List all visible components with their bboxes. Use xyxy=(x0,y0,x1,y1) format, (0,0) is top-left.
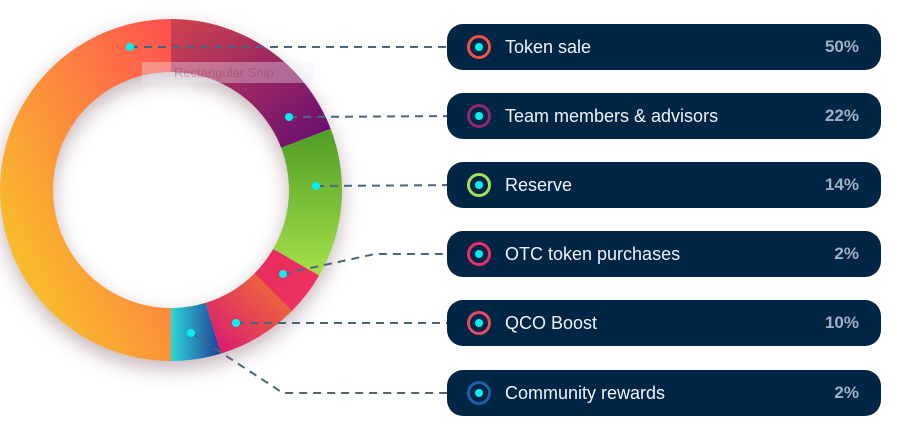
legend-percent: 14% xyxy=(824,175,859,194)
legend-item: Community rewards 2% xyxy=(447,370,881,416)
legend-label: Community rewards xyxy=(505,383,666,403)
donut-slice xyxy=(171,302,221,361)
legend-ring-icon xyxy=(467,242,491,266)
legend-item: Token sale 50% xyxy=(447,24,881,70)
legend-percent: 50% xyxy=(824,37,859,56)
legend-label: Token sale xyxy=(505,37,592,57)
marker-dot-icon xyxy=(475,112,483,120)
donut-slice xyxy=(0,19,171,361)
slice-marker xyxy=(126,43,134,51)
marker-dot-icon xyxy=(475,181,483,189)
snip-overlay: Rectangular Snip xyxy=(142,62,314,83)
legend-percent: 2% xyxy=(834,383,859,402)
legend-label: OTC token purchases xyxy=(505,244,681,264)
legend-percent: 10% xyxy=(824,313,859,332)
marker-dot-icon xyxy=(475,389,483,397)
leader-line xyxy=(315,184,471,187)
legend-percent: 22% xyxy=(824,106,859,125)
slice-marker xyxy=(279,270,287,278)
slice-marker xyxy=(312,182,320,190)
donut-slice xyxy=(205,273,292,354)
leader-line xyxy=(282,253,470,275)
legend-item: Reserve 14% xyxy=(447,162,881,208)
marker-dot-icon xyxy=(475,250,483,258)
legend-label: Team members & advisors xyxy=(505,106,719,126)
legend-percent: 2% xyxy=(834,244,859,263)
donut-slice xyxy=(273,128,342,276)
legend-ring-icon xyxy=(467,104,491,128)
legend-label: Reserve xyxy=(505,175,573,195)
donut-slices xyxy=(0,19,342,361)
legend-item: Team members & advisors 22% xyxy=(447,93,881,139)
donut-slice xyxy=(254,249,320,311)
legend-ring-icon xyxy=(467,173,491,197)
slice-marker xyxy=(232,319,240,327)
marker-dot-icon xyxy=(475,319,483,327)
marker-dot-icon xyxy=(475,43,483,51)
legend-item: QCO Boost 10% xyxy=(447,300,881,346)
legend-ring-icon xyxy=(467,381,491,405)
slice-marker xyxy=(285,113,293,121)
slice-marker xyxy=(187,329,195,337)
legend-ring-icon xyxy=(467,311,491,335)
legend-item: OTC token purchases 2% xyxy=(447,231,881,277)
leader-lines xyxy=(126,43,471,394)
donut-slice xyxy=(171,19,331,148)
leader-line xyxy=(288,115,471,118)
legend-ring-icon xyxy=(467,35,491,59)
legend-label: QCO Boost xyxy=(505,313,598,333)
